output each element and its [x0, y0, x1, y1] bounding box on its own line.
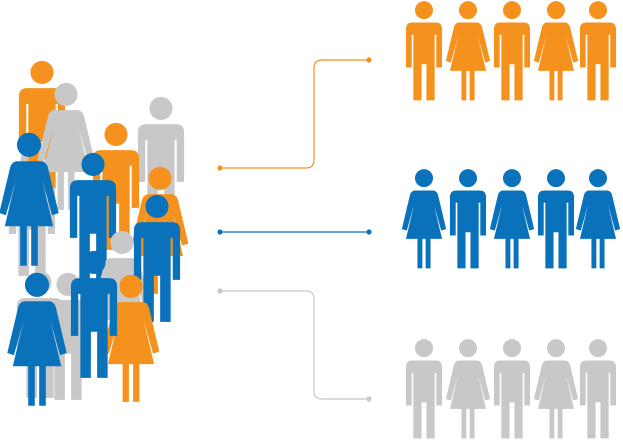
connector-gray-start-dot	[217, 288, 223, 294]
segment-groups	[401, 1, 621, 439]
person-male-icon	[449, 169, 487, 269]
person-male-icon	[405, 339, 443, 439]
connector-gray-end-dot	[366, 396, 372, 402]
person-female-icon	[533, 339, 579, 439]
person-male-icon	[493, 339, 531, 439]
person-male-icon	[537, 169, 575, 269]
person-female-icon	[575, 169, 621, 269]
connector-blue-start-dot	[217, 229, 223, 235]
person-male-icon	[579, 1, 617, 101]
connector-orange	[220, 59, 369, 169]
person-female-icon	[445, 339, 491, 439]
person-female-icon	[401, 169, 447, 269]
person-male-icon	[405, 1, 443, 101]
group-gray	[405, 339, 617, 439]
person-male-icon	[579, 339, 617, 439]
connector-gray	[220, 290, 369, 400]
connector-orange-start-dot	[217, 165, 223, 171]
crowd-cluster	[0, 60, 189, 406]
connectors	[217, 57, 372, 402]
person-female-icon	[445, 1, 491, 101]
person-female-icon	[533, 1, 579, 101]
person-female-icon	[489, 169, 535, 269]
group-orange	[405, 1, 617, 101]
person-male-icon	[493, 1, 531, 101]
group-blue	[401, 169, 621, 269]
connector-orange-end-dot	[366, 57, 372, 63]
connector-blue-end-dot	[366, 229, 372, 235]
